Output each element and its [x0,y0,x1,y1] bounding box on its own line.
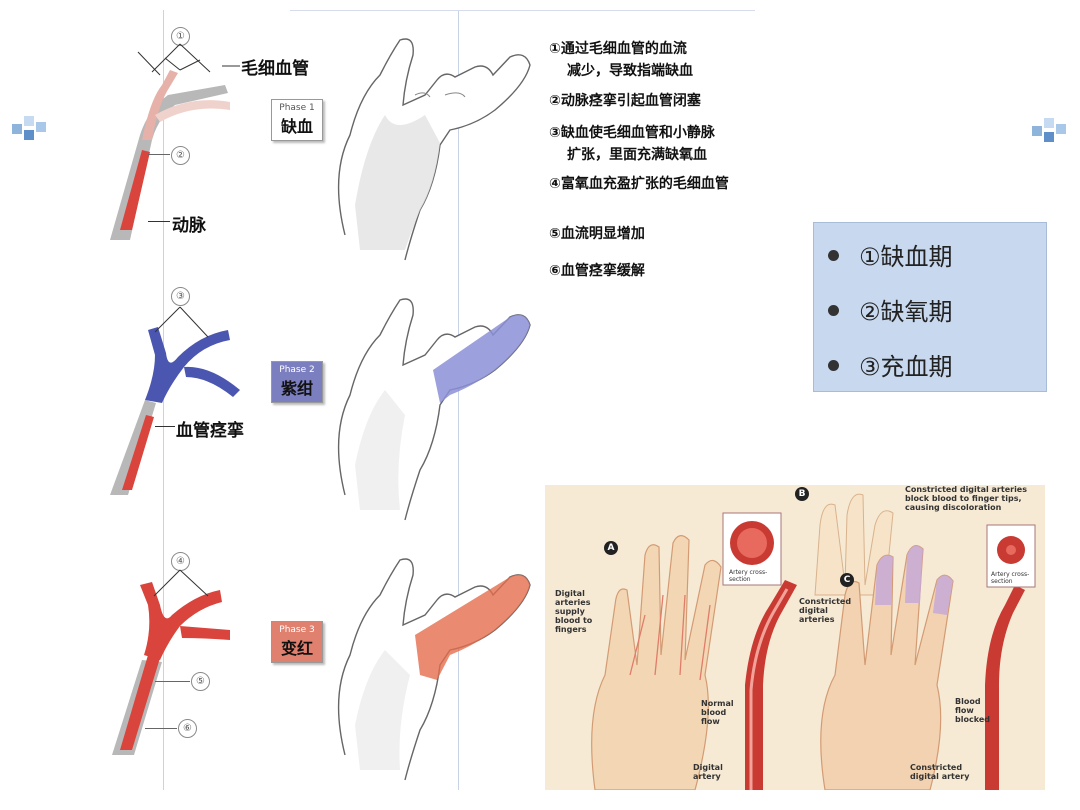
cube-decoration-right [1032,118,1066,142]
legend-item: ③充血期 [828,347,953,382]
note-num: ④ [549,176,561,192]
pointer-line [155,426,175,427]
annotation-text: Digital artery [693,763,723,781]
hand-illustration-phase2 [337,298,531,521]
pointer-line [148,154,170,155]
phase-box-2: Phase 2 紫绀 [271,361,323,403]
note-5: ⑤血流明显增加 [549,223,645,245]
note-text: 减少，导致指端缺血 [567,63,693,79]
note-text: 富氧血充盈扩张的毛细血管 [560,176,729,192]
phase-name: 缺血 [280,117,313,136]
vasospasm-label: 血管痉挛 [176,421,244,441]
legend-item: ②缺氧期 [828,292,953,327]
panel-c-badge: C [840,573,854,587]
phase-name: 紫绀 [280,379,313,398]
bullet-icon [828,249,839,261]
phase-legend-box: ①缺血期 ②缺氧期 ③充血期 [813,222,1047,392]
note-text: 缺血使毛细血管和小静脉 [560,125,715,141]
phase-name: 变红 [280,639,313,658]
note-num: ③ [549,125,561,141]
pointer-line [155,681,190,682]
legend-text: ①缺血期 [859,243,953,271]
top-guide-line [290,10,755,11]
note-num: ② [549,93,561,109]
note-text: 血流明显增加 [560,226,645,242]
pointer-line [148,221,170,222]
vessel-diagram-phase1 [110,51,230,240]
guide-line [163,10,164,790]
hand-illustration-phase1 [337,38,531,261]
vessel-diagram-phase2 [110,306,240,495]
pointer-line [145,728,177,729]
note-2: ②动脉痉挛引起血管闭塞 [549,90,701,112]
phase-tag: Phase 3 [279,625,315,635]
bullet-icon [828,304,839,316]
annotation-text: Artery cross-section [991,571,1030,585]
annotation-text: Constricted digital arteries block blood… [905,485,1027,512]
note-text: 血管痉挛缓解 [560,263,645,279]
bracket-lines [151,43,240,73]
annotation-text: Digital arteries supply blood to fingers [555,589,593,634]
hand-illustration-phase3 [337,558,531,781]
annotation-text: Constricted digital artery [910,763,970,781]
note-4: ④富氧血充盈扩张的毛细血管 [549,173,729,195]
number-circle: ⑤ [191,672,210,691]
note-text: 扩张，里面充满缺氧血 [567,147,707,163]
annotation-text: Constricted digital arteries [799,597,852,624]
annotation-text: Normal blood flow [701,699,734,726]
note-num: ① [549,41,561,57]
cube-decoration-left [12,116,46,140]
panel-b-badge: B [795,487,809,501]
bullet-icon [828,359,839,371]
number-circle: ② [171,146,190,165]
artery-label: 动脉 [172,216,206,236]
phase-box-3: Phase 3 变红 [271,621,323,663]
vessel-diagram-phase3 [112,582,230,755]
capillary-label: 毛细血管 [241,59,309,79]
legend-item: ①缺血期 [828,237,953,272]
medical-illustration: A B C Digital arteries supply blood to f… [545,485,1045,790]
guide-line [458,10,459,790]
phase-tag: Phase 2 [279,365,315,375]
note-3: ③缺血使毛细血管和小静脉 扩张，里面充满缺氧血 [549,122,715,166]
hands-artwork [591,493,1036,790]
phase-box-1: Phase 1 缺血 [271,99,323,141]
annotation-text: Blood flow blocked [955,697,990,724]
note-1: ①通过毛细血管的血流 减少，导致指端缺血 [549,38,693,82]
note-6: ⑥血管痉挛缓解 [549,260,645,282]
note-num: ⑤ [549,226,561,242]
note-num: ⑥ [549,263,561,279]
bracket-lines [153,569,209,597]
note-text: 动脉痉挛引起血管闭塞 [560,93,701,109]
number-circle: ① [171,27,190,46]
legend-text: ③充血期 [859,353,953,381]
note-text: 通过毛细血管的血流 [560,41,687,57]
legend-text: ②缺氧期 [859,298,953,326]
annotation-text: Artery cross-section [729,569,768,583]
number-circle: ③ [171,287,190,306]
panel-a-badge: A [604,541,618,555]
number-circle: ⑥ [178,719,197,738]
phase-tag: Phase 1 [279,103,315,113]
